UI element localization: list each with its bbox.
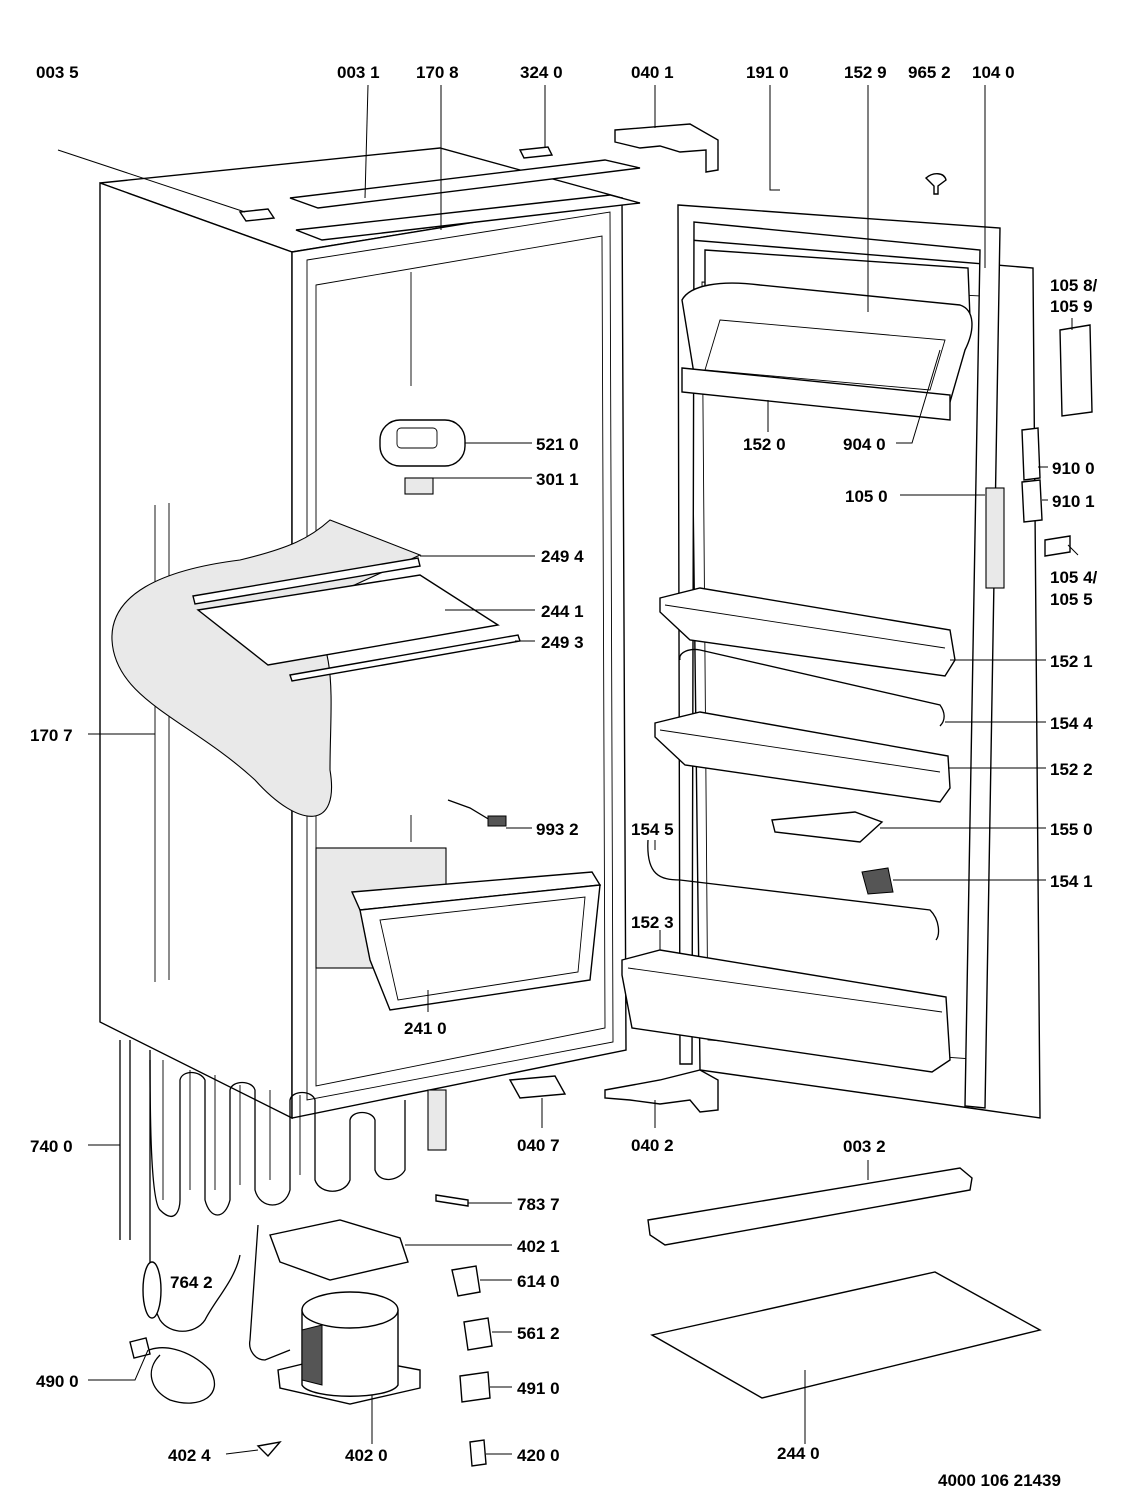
label-2410: 241 0 xyxy=(404,1019,447,1038)
sensor-cable xyxy=(447,799,491,821)
hinge-pin-910-1 xyxy=(1021,479,1043,523)
label-4024: 402 4 xyxy=(168,1446,211,1465)
refrigerator-door xyxy=(677,204,1041,1119)
bottom-bracket-040-7 xyxy=(508,1075,567,1099)
door-dairy-compartment xyxy=(681,249,973,421)
label-1550: 155 0 xyxy=(1050,820,1093,839)
label-1708: 170 8 xyxy=(416,63,459,82)
leader-lines xyxy=(57,84,1079,1455)
label-9652: 965 2 xyxy=(908,63,951,82)
clip-402-4 xyxy=(256,1440,282,1458)
upper-hinge-bracket xyxy=(1059,324,1093,417)
label-9101: 910 1 xyxy=(1052,492,1095,511)
label-1059: 105 9 xyxy=(1050,297,1093,316)
bottom-hinge-040-2 xyxy=(604,1069,719,1113)
thermostat-housing xyxy=(379,419,466,495)
label-1040: 104 0 xyxy=(972,63,1015,82)
overload-561-2 xyxy=(463,1317,493,1351)
label-6140: 614 0 xyxy=(517,1272,560,1291)
label-2493: 249 3 xyxy=(541,633,584,652)
label-4900: 490 0 xyxy=(36,1372,79,1391)
label-0032: 003 2 xyxy=(843,1137,886,1156)
cutaway-insulation xyxy=(111,519,422,817)
label-0031: 003 1 xyxy=(337,63,380,82)
label-1541: 154 1 xyxy=(1050,872,1093,891)
label-0402: 040 2 xyxy=(631,1136,674,1155)
power-cable xyxy=(139,1347,216,1404)
sensor-head xyxy=(487,815,507,827)
label-2494: 249 4 xyxy=(541,547,584,566)
label-7400: 740 0 xyxy=(30,1137,73,1156)
label-3011: 301 1 xyxy=(536,470,579,489)
label-1055: 105 5 xyxy=(1050,590,1093,609)
discharge-tube xyxy=(249,1224,291,1361)
hinge-pin-910-0 xyxy=(1021,427,1041,481)
label-1529: 152 9 xyxy=(844,63,887,82)
screw-part xyxy=(924,173,947,195)
label-2441: 244 1 xyxy=(541,602,584,621)
label-1520: 152 0 xyxy=(743,435,786,454)
label-4021: 402 1 xyxy=(517,1237,560,1256)
plinth-bar xyxy=(647,1167,973,1246)
label-3240: 324 0 xyxy=(520,63,563,82)
power-plug xyxy=(129,1337,151,1359)
door-handle-strip xyxy=(985,487,1005,589)
fitting-783-7 xyxy=(435,1194,469,1207)
part-number-labels: 003 5 003 1 170 8 324 0 040 1 191 0 152 … xyxy=(30,63,1098,1490)
label-1523: 152 3 xyxy=(631,913,674,932)
label-5612: 561 2 xyxy=(517,1324,560,1343)
hinge-part-105-4 xyxy=(1044,535,1071,557)
label-1545: 154 5 xyxy=(631,820,674,839)
capacitor-420-0 xyxy=(469,1439,487,1467)
label-9040: 904 0 xyxy=(843,435,886,454)
label-1707: 170 7 xyxy=(30,726,73,745)
condenser-coil xyxy=(119,1040,447,1240)
label-1544: 154 4 xyxy=(1050,714,1093,733)
label-7837: 783 7 xyxy=(517,1195,560,1214)
crisper-drawer xyxy=(315,847,602,1011)
drawing-number: 4000 106 21439 xyxy=(938,1471,1061,1490)
label-7642: 764 2 xyxy=(170,1273,213,1292)
bottom-glass-plate xyxy=(650,1271,1042,1399)
label-1050: 105 0 xyxy=(845,487,888,506)
glass-shelf xyxy=(192,557,521,682)
label-9932: 993 2 xyxy=(536,820,579,839)
drip-tray xyxy=(269,1219,409,1281)
relay-614-0 xyxy=(451,1265,481,1297)
label-1522: 152 2 xyxy=(1050,760,1093,779)
label-1058: 105 8/ xyxy=(1050,276,1098,295)
label-1054: 105 4/ xyxy=(1050,568,1098,587)
label-2440: 244 0 xyxy=(777,1444,820,1463)
label-9100: 910 0 xyxy=(1052,459,1095,478)
label-4200: 420 0 xyxy=(517,1446,560,1465)
label-0035: 003 5 xyxy=(36,63,79,82)
label-5210: 521 0 xyxy=(536,435,579,454)
label-0401: 040 1 xyxy=(631,63,674,82)
label-4020: 402 0 xyxy=(345,1446,388,1465)
top-cover-strips xyxy=(238,146,641,241)
label-1521: 152 1 xyxy=(1050,652,1093,671)
label-1910: 191 0 xyxy=(746,63,789,82)
dryer-filter xyxy=(142,1261,162,1319)
label-4910: 491 0 xyxy=(517,1379,560,1398)
compressor xyxy=(277,1291,421,1405)
label-0407: 040 7 xyxy=(517,1136,560,1155)
top-hinge xyxy=(614,123,719,173)
door-shelf-bins xyxy=(621,587,956,1073)
cover-491-0 xyxy=(459,1371,491,1403)
